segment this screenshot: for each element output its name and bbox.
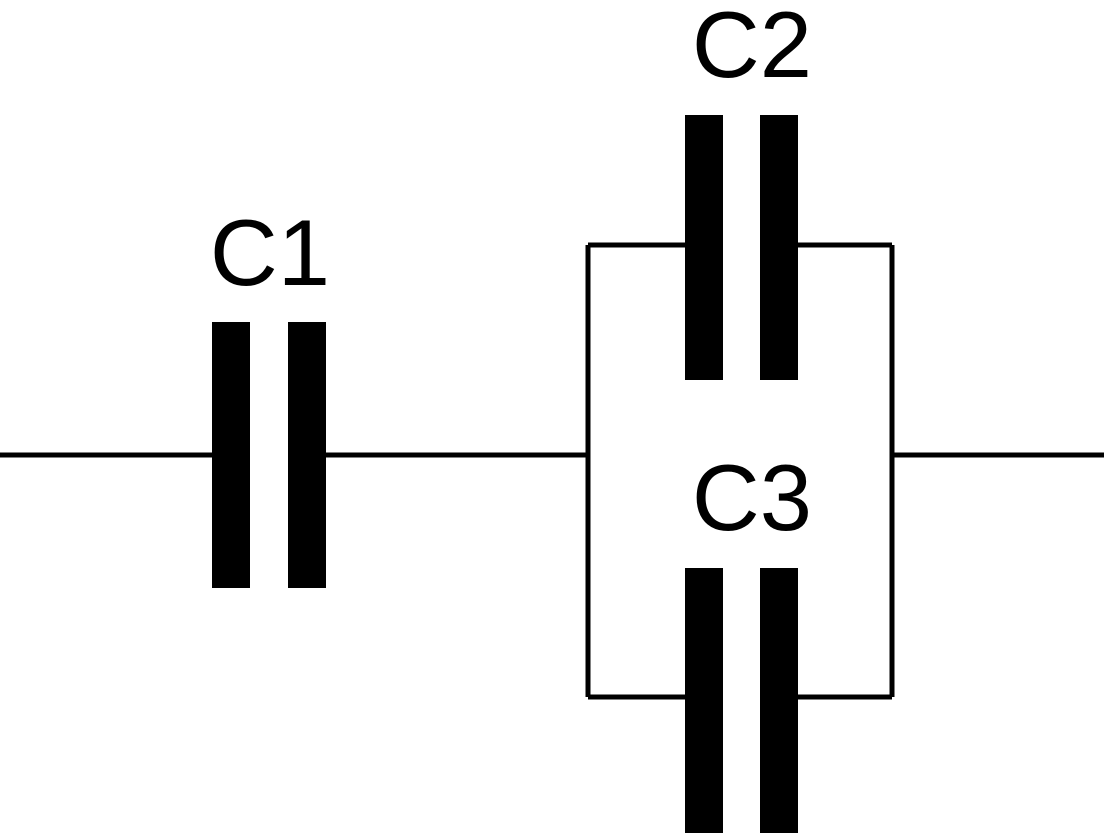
wires bbox=[0, 242, 1104, 700]
capacitor-c3-plate-left bbox=[685, 568, 723, 833]
capacitor-c1-plate-left bbox=[212, 322, 250, 588]
capacitor-c1-label: C1 bbox=[210, 200, 330, 305]
capacitor-c2: C2 bbox=[685, 0, 812, 380]
capacitor-c3-label: C3 bbox=[692, 445, 812, 550]
capacitor-c2-plate-left bbox=[685, 115, 723, 380]
capacitor-c1-plate-right bbox=[288, 322, 326, 588]
capacitor-c2-label: C2 bbox=[692, 0, 812, 97]
capacitor-c3: C3 bbox=[685, 445, 812, 833]
capacitor-c3-plate-right bbox=[760, 568, 798, 833]
capacitor-c2-plate-right bbox=[760, 115, 798, 380]
capacitor-c1: C1 bbox=[210, 200, 330, 588]
